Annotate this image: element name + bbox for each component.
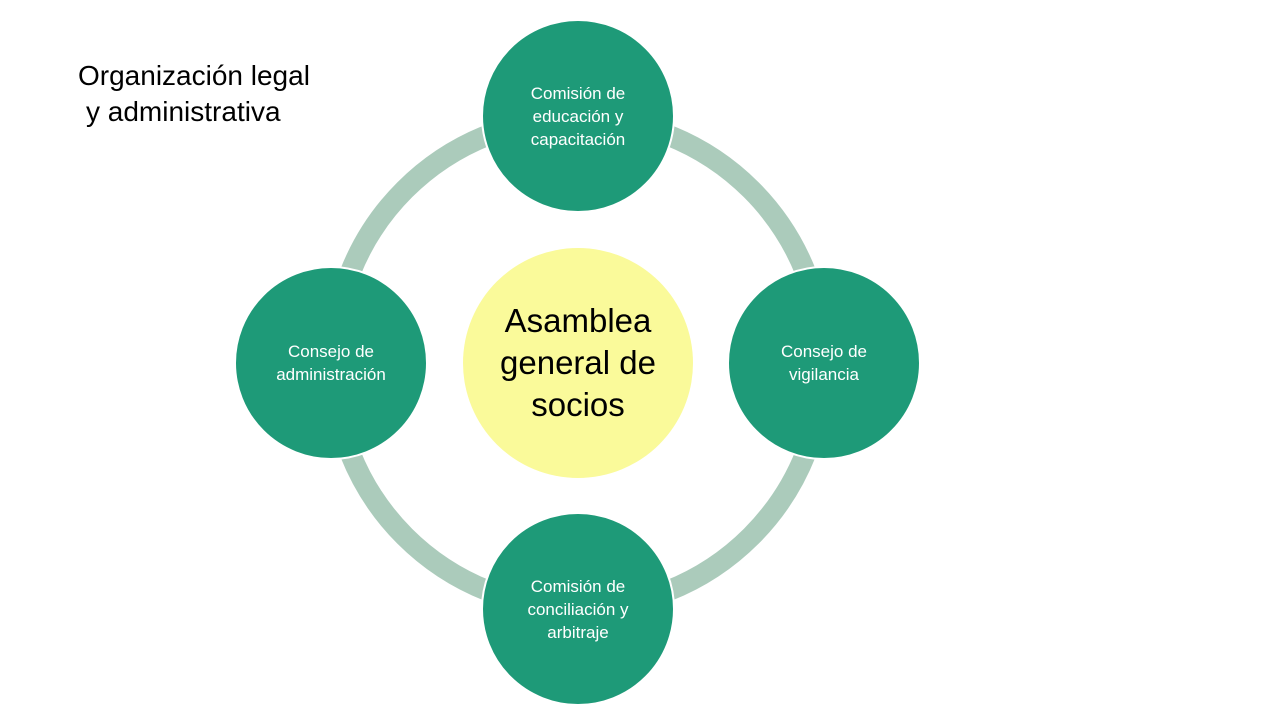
node-comision-educacion: Comisión de educación y capacitación (481, 19, 675, 213)
node-asamblea-general-label: Asamblea general de socios (500, 302, 656, 423)
slide-title: Organización legal y administrativa (78, 58, 310, 130)
node-comision-conciliacion-label: Comisión de conciliación y arbitraje (527, 576, 629, 642)
node-asamblea-general: Asamblea general de socios (463, 248, 693, 478)
node-comision-educacion-label: Comisión de educación y capacitación (530, 83, 626, 149)
slide-title-line-2: y administrativa (86, 96, 281, 127)
node-comision-conciliacion: Comisión de conciliación y arbitraje (481, 512, 675, 706)
node-consejo-vigilancia: Consejo de vigilancia (727, 266, 921, 460)
node-consejo-vigilancia-label: Consejo de vigilancia (780, 342, 867, 384)
node-consejo-administracion-label: Consejo de administración (276, 342, 386, 384)
slide-title-line-1: Organización legal (78, 60, 310, 91)
node-consejo-administracion: Consejo de administración (234, 266, 428, 460)
